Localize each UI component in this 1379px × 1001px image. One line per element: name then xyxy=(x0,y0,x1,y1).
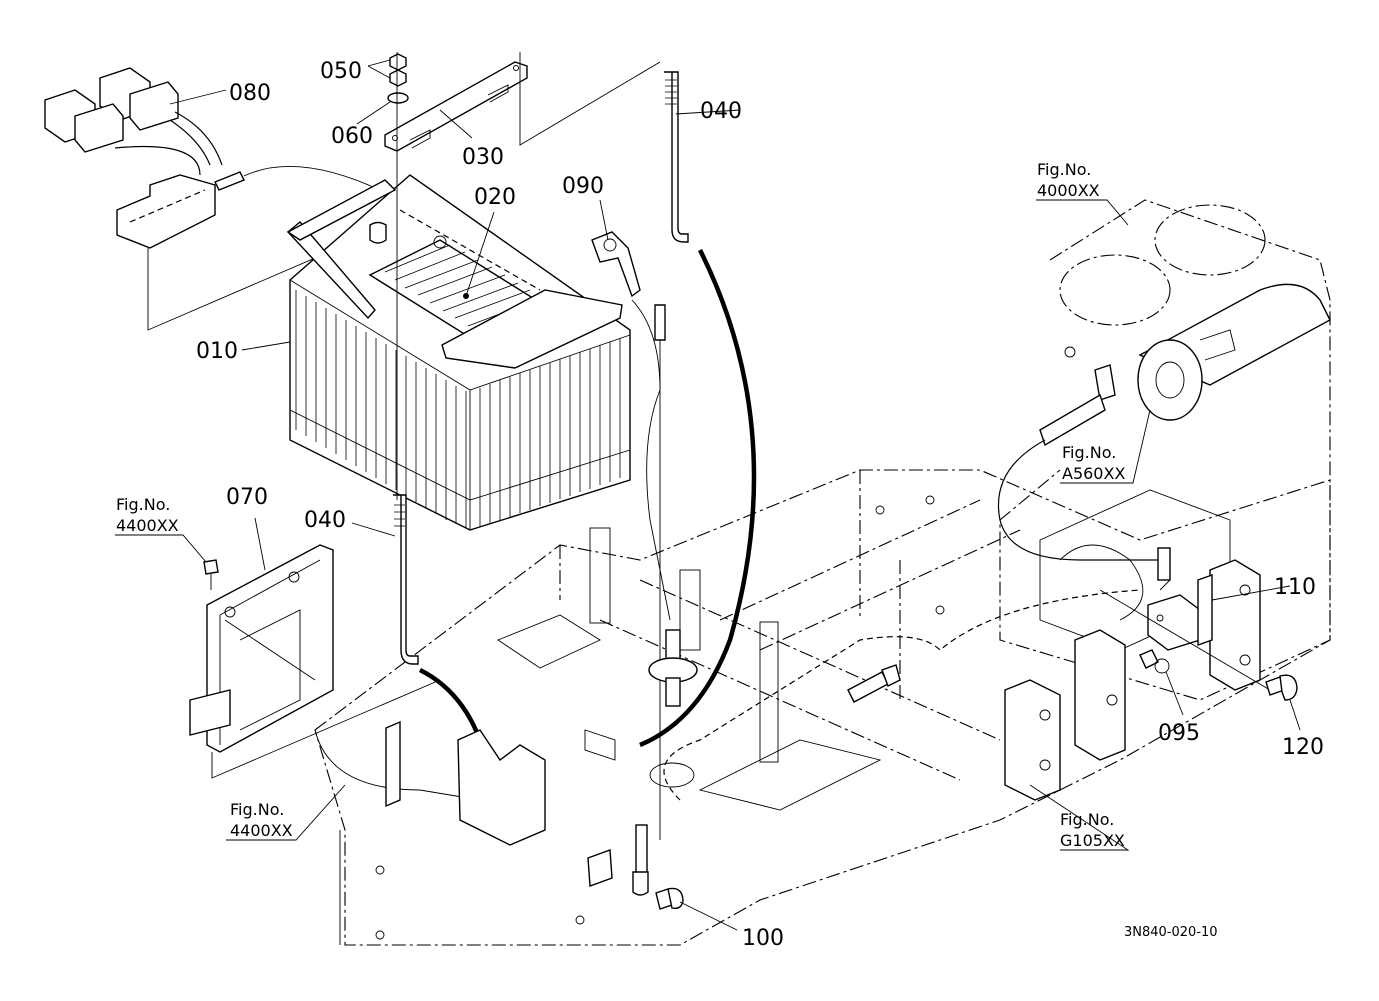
battery-holder xyxy=(457,729,546,846)
fig-ref-4000XX[interactable]: Fig.No. 4000XX xyxy=(1037,160,1100,200)
washer-060 xyxy=(387,92,409,104)
fig-ref-title: Fig.No. xyxy=(1062,443,1116,462)
label-040-lower: 040 xyxy=(304,508,346,533)
battery-cable-harness-080 xyxy=(44,67,421,331)
fig-ref-title: Fig.No. xyxy=(116,495,170,514)
fig-ref-number[interactable]: G105XX xyxy=(1060,831,1125,850)
fig-ref-number[interactable]: A560XX xyxy=(1062,464,1125,483)
battery-ribs xyxy=(289,290,631,528)
battery-cable-negative xyxy=(639,248,757,748)
bolt-120 xyxy=(1099,589,1298,701)
spacer-blocks xyxy=(1004,559,1261,801)
chassis-holes xyxy=(375,495,945,940)
fig-ref-number[interactable]: 4000XX xyxy=(1037,181,1100,200)
label-020: 020 xyxy=(474,185,516,210)
label-050: 050 xyxy=(320,59,362,84)
label-080: 080 xyxy=(229,81,271,106)
label-030: 030 xyxy=(462,145,504,170)
label-095: 095 xyxy=(1158,721,1200,746)
chassis-frame xyxy=(314,469,1331,946)
label-120: 120 xyxy=(1282,735,1324,760)
cable-clamp-095 xyxy=(1139,649,1170,674)
fig-ref-number[interactable]: 4400XX xyxy=(116,516,179,535)
label-010: 010 xyxy=(196,339,238,364)
fig-ref-G105XX[interactable]: Fig.No. G105XX xyxy=(1060,810,1125,850)
battery-support-frame-070 xyxy=(189,544,441,779)
label-100: 100 xyxy=(742,926,784,951)
part-labels: 010 020 030 040 040 050 060 070 080 090 … xyxy=(196,59,1324,951)
label-040-upper: 040 xyxy=(700,99,742,124)
label-060: 060 xyxy=(331,124,373,149)
ground-lead xyxy=(587,824,649,896)
hook-bolt-040-upper xyxy=(664,71,689,243)
hook-bolt-040-lower xyxy=(393,494,419,665)
fig-ref-number[interactable]: 4400XX xyxy=(230,821,293,840)
nuts-050 xyxy=(389,53,407,87)
battery-010 xyxy=(286,174,631,531)
label-070: 070 xyxy=(226,485,268,510)
engine-block xyxy=(847,199,1331,801)
fig-ref-title: Fig.No. xyxy=(1037,160,1091,179)
breather-filter xyxy=(648,629,698,707)
drawing-code: 3N840-020-10 xyxy=(1124,925,1218,940)
fig-ref-4400XX-upper[interactable]: Fig.No. 4400XX xyxy=(116,495,179,535)
bolt-100 xyxy=(655,887,684,910)
starter-motor xyxy=(1137,283,1331,421)
fig-ref-title: Fig.No. xyxy=(230,800,284,819)
leader-lines xyxy=(115,59,1301,931)
label-110: 110 xyxy=(1274,575,1316,600)
fig-ref-title: Fig.No. xyxy=(1060,810,1114,829)
terminal-clamp-090 xyxy=(591,231,666,341)
fig-ref-A560XX[interactable]: Fig.No. A560XX xyxy=(1062,443,1125,483)
figure-references: Fig.No. 4000XX Fig.No. A560XX Fig.No. 44… xyxy=(116,160,1125,850)
holder-stay xyxy=(385,720,401,808)
label-090: 090 xyxy=(562,174,604,199)
battery-hold-bracket-030 xyxy=(384,61,528,152)
fig-ref-4400XX-lower[interactable]: Fig.No. 4400XX xyxy=(230,800,293,840)
stay-bracket-110 xyxy=(1147,547,1213,651)
